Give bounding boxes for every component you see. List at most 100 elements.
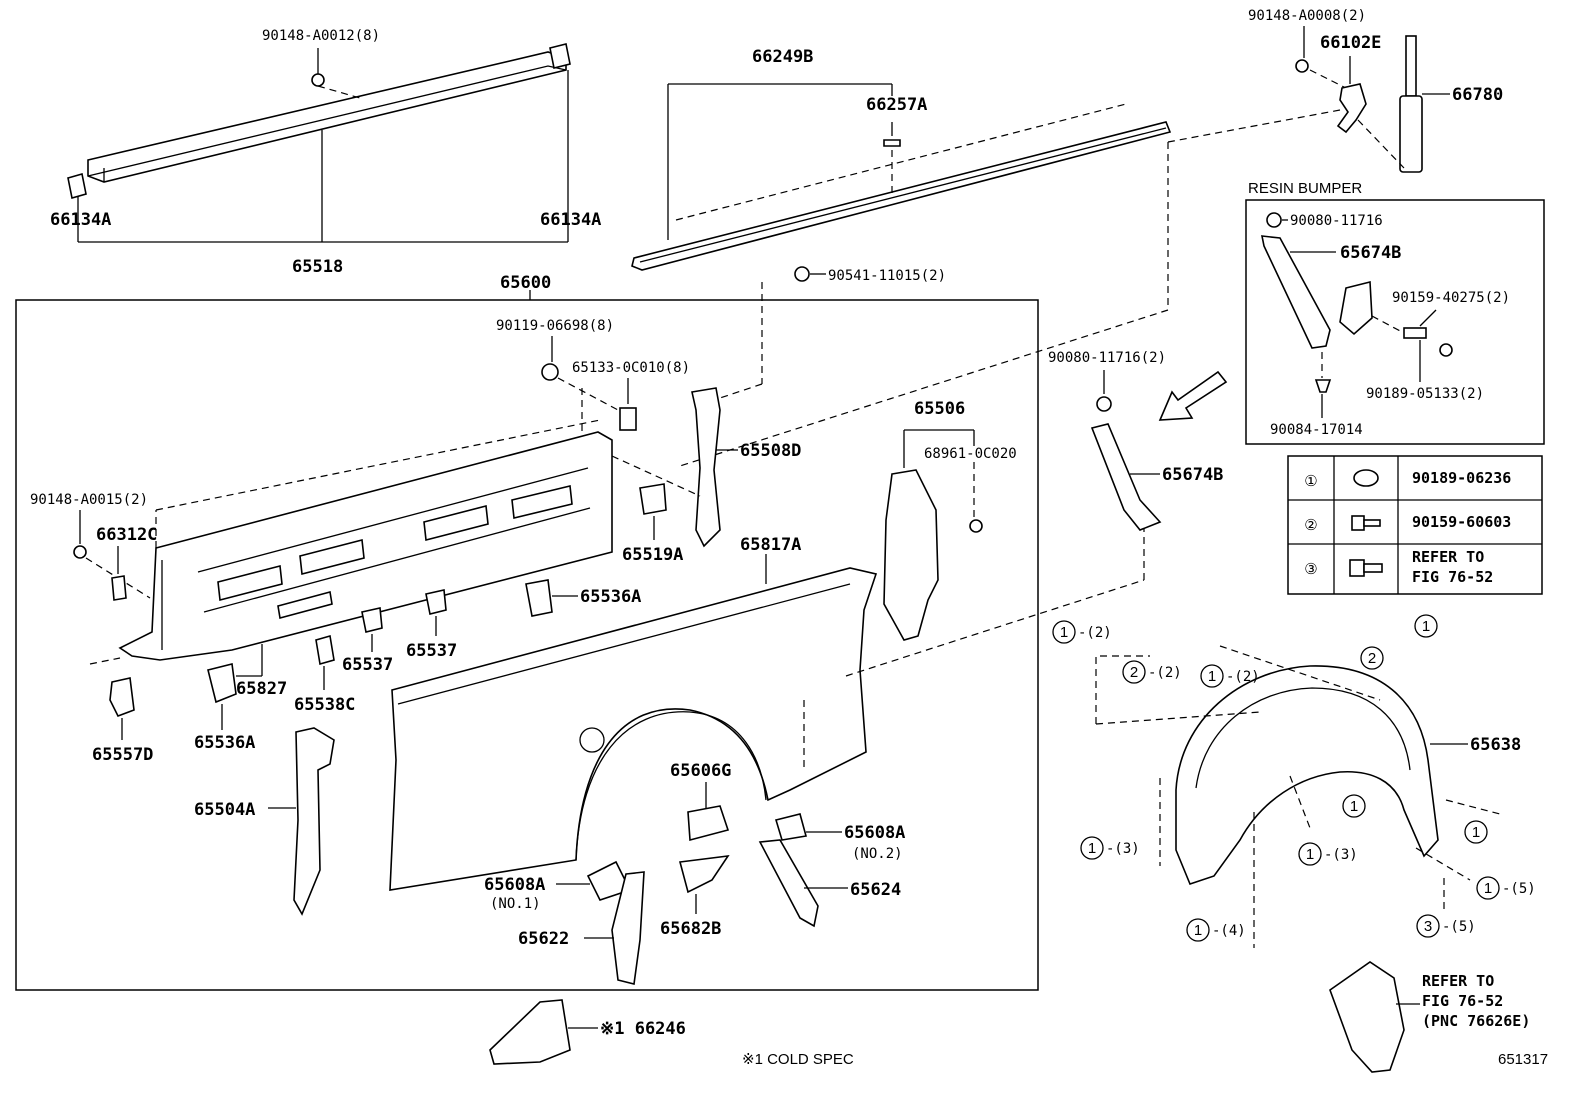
cover-66246[interactable]: [489, 999, 571, 1065]
svg-text:1: 1: [1306, 846, 1314, 863]
bracket-65536A-upper[interactable]: [525, 579, 553, 617]
table-row-3-part: REFER TO: [1412, 548, 1484, 566]
label-65600: 65600: [500, 273, 551, 293]
refer-label-line3: (PNC 76626E): [1422, 1012, 1530, 1030]
bolt-icon: [969, 519, 983, 533]
svg-text:3: 3: [1424, 918, 1432, 935]
mud-flap[interactable]: [1329, 961, 1405, 1073]
svg-text:1: 1: [1422, 618, 1430, 635]
label-90148-A0008: 90148-A0008(2): [1248, 8, 1366, 24]
cold-spec-note: ※1 COLD SPEC: [742, 1051, 854, 1068]
label-65608A-no2: 65608A: [844, 823, 905, 843]
label-no1: (NO.1): [490, 896, 541, 912]
bolt-icon: [1266, 212, 1282, 228]
bracket-65508D[interactable]: [691, 387, 721, 548]
svg-text:-(2): -(2): [1078, 625, 1112, 641]
label-66249B: 66249B: [752, 47, 813, 67]
svg-text:-(2): -(2): [1226, 669, 1260, 685]
callout-1-i: 1-(4): [1186, 918, 1246, 942]
clip-icon: [1314, 379, 1332, 393]
bumper-bracket-65674B[interactable]: [1261, 235, 1373, 349]
nut-icon: [794, 266, 810, 282]
label-65536A-top: 65536A: [580, 587, 641, 607]
bracket-65608A-no2[interactable]: [774, 813, 808, 841]
hinge-66102E[interactable]: [1336, 83, 1367, 134]
svg-text:1: 1: [1208, 668, 1216, 685]
svg-text:2: 2: [1130, 664, 1138, 681]
label-65606G: 65606G: [670, 761, 731, 781]
label-65518: 65518: [292, 257, 343, 277]
refer-label-line2: FIG 76-52: [1422, 992, 1503, 1010]
label-65682B: 65682B: [660, 919, 721, 939]
svg-text:-(5): -(5): [1502, 881, 1536, 897]
label-65608A-no1: 65608A: [484, 875, 545, 895]
bolt-icon: [1096, 396, 1112, 412]
label-65504A: 65504A: [194, 800, 255, 820]
label-65624: 65624: [850, 880, 901, 900]
label-65622: 65622: [518, 929, 569, 949]
pillar-65504A[interactable]: [293, 727, 335, 916]
callout-1-a: 1-(2): [1052, 620, 1112, 644]
bed-rail-65518[interactable]: [67, 43, 571, 200]
bolt-icon: [1403, 327, 1453, 357]
svg-text:-(2): -(2): [1148, 665, 1182, 681]
label-65827: 65827: [236, 679, 287, 699]
clip-66312C[interactable]: [111, 575, 127, 601]
svg-text:1: 1: [1088, 840, 1096, 857]
callout-1-b: 1 -(2): [1200, 664, 1260, 688]
label-65536A-bottom: 65536A: [194, 733, 255, 753]
svg-text:1: 1: [1472, 824, 1480, 841]
screw-icon: [1349, 559, 1383, 577]
callout-1-e: 1 -(3): [1080, 836, 1140, 860]
bracket-65536A-lower[interactable]: [207, 663, 237, 704]
callout-1-d: 1: [1342, 794, 1366, 818]
svg-text:-(3): -(3): [1106, 841, 1140, 857]
table-row-2-part: 90159-60603: [1412, 513, 1511, 531]
screw-icon: [1351, 515, 1381, 531]
bed-side-65817A[interactable]: [389, 567, 878, 891]
bolt-icon: [541, 363, 559, 381]
bracket-65622[interactable]: [611, 871, 645, 985]
callout-1-g: 1: [1464, 820, 1488, 844]
label-68961-0C020: 68961-0C020: [924, 446, 1017, 462]
bracket-65557D[interactable]: [109, 677, 135, 718]
label-65817A: 65817A: [740, 535, 801, 555]
svg-text:1: 1: [1350, 798, 1358, 815]
label-66134A-right: 66134A: [540, 210, 601, 230]
label-90084-17014: 90084-17014: [1270, 422, 1363, 438]
bracket-65624[interactable]: [758, 839, 819, 928]
figure-number: 651317: [1498, 1051, 1548, 1068]
clip-65538C[interactable]: [315, 634, 335, 666]
label-65674B-resin: 65674B: [1340, 243, 1401, 263]
clip-icon: [1353, 469, 1379, 487]
table-row-1-num: ①: [1304, 473, 1317, 490]
bolt-icon: [73, 545, 87, 559]
clip-65133[interactable]: [619, 407, 637, 431]
side-rail-66249B[interactable]: [631, 121, 1172, 271]
reinforcement-65506[interactable]: [883, 469, 939, 641]
label-65506: 65506: [914, 399, 965, 419]
callout-1-h: 1-(5): [1476, 876, 1536, 900]
bolt-icon: [311, 73, 361, 99]
table-row-2-num: ②: [1304, 517, 1317, 534]
clip-65537-b[interactable]: [425, 589, 447, 615]
strut-66780[interactable]: [1399, 35, 1423, 173]
bolt-icon: [1295, 59, 1309, 73]
assembly-frame-65600: [15, 299, 1039, 991]
label-65638: 65638: [1470, 735, 1521, 755]
label-90148-A0012: 90148-A0012(8): [262, 28, 380, 44]
front-panel-65827[interactable]: [118, 431, 613, 661]
table-row-3-num: ③: [1304, 561, 1317, 578]
label-66102E: 66102E: [1320, 33, 1381, 53]
label-66780: 66780: [1452, 85, 1503, 105]
bracket-65606G[interactable]: [687, 805, 730, 842]
clip-65537-a[interactable]: [361, 607, 383, 633]
direction-arrow-icon: [1158, 370, 1228, 421]
label-66134A-left: 66134A: [50, 210, 111, 230]
svg-text:-(5): -(5): [1442, 919, 1476, 935]
bracket-65682B[interactable]: [678, 854, 730, 894]
bracket-65519A[interactable]: [639, 483, 667, 515]
bracket-65674B[interactable]: [1090, 423, 1162, 531]
wheel-liner-65638[interactable]: [1175, 665, 1439, 885]
